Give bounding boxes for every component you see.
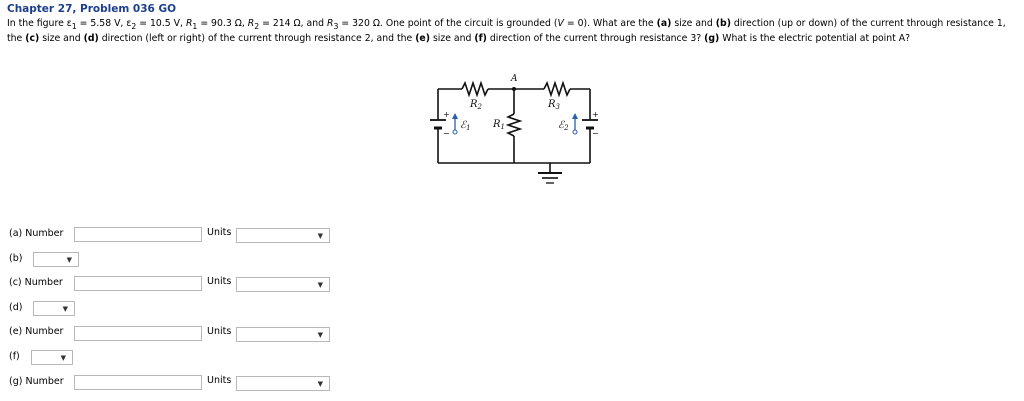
chevron-down-icon: ▼ [317, 331, 323, 339]
chevron-down-icon: ▼ [317, 380, 323, 388]
battery-e1 [430, 119, 446, 130]
label-b: (b) [9, 252, 23, 264]
direction-select-f[interactable]: ▼ [31, 350, 73, 365]
number-input-g[interactable] [74, 375, 202, 390]
resistor-r3 [543, 80, 571, 98]
label-a-number: (a) Number [9, 227, 64, 239]
number-input-a[interactable] [74, 227, 202, 242]
answer-row-f: (f) [9, 347, 20, 365]
label-g-units: Units [207, 375, 232, 386]
minus-sign-e2: − [592, 129, 599, 138]
label-d: (d) [9, 301, 23, 313]
label-f: (f) [9, 350, 20, 362]
emf1-arrow-icon [452, 113, 458, 135]
label-c-units: Units [207, 276, 232, 287]
label-r1: R1 [492, 119, 505, 131]
junction-a [512, 87, 516, 91]
resistor-r2 [461, 80, 489, 98]
answer-row-a: (a) Number [9, 224, 63, 242]
resistor-r1 [505, 113, 523, 137]
label-e1: ℰ1 [460, 120, 471, 132]
chevron-down-icon: ▼ [66, 256, 72, 264]
answer-row-g: (g) Number [9, 372, 64, 390]
direction-select-b[interactable]: ▼ [33, 252, 79, 267]
minus-sign-e1: − [443, 129, 450, 138]
units-select-a[interactable]: ▼ [236, 228, 330, 243]
chevron-down-icon: ▼ [317, 232, 323, 240]
problem-statement: In the figure ε1 = 5.58 V, ε2 = 10.5 V, … [7, 18, 1006, 45]
plus-sign-e1: + [443, 110, 450, 119]
label-c-number: (c) Number [9, 276, 63, 288]
chevron-down-icon: ▼ [62, 305, 68, 313]
label-r2: R2 [469, 99, 483, 111]
answer-row-b: (b) [9, 249, 22, 267]
label-r3: R3 [547, 99, 561, 111]
problem-title: Chapter 27, Problem 036 GO [7, 3, 177, 15]
chevron-down-icon: ▼ [317, 281, 323, 289]
answer-row-d: (d) [9, 298, 22, 316]
emf2-arrow-icon [572, 113, 578, 135]
label-e-number: (e) Number [9, 325, 64, 337]
circuit-diagram: A R2 R3 R1 ℰ1 ℰ2 + − + − [430, 74, 599, 184]
answer-row-e: (e) Number [9, 322, 63, 340]
answer-row-c: (c) Number [9, 273, 63, 291]
direction-select-d[interactable]: ▼ [33, 301, 75, 316]
chevron-down-icon: ▼ [60, 354, 66, 362]
ground-icon [538, 172, 562, 184]
label-g-number: (g) Number [9, 375, 64, 387]
number-input-e[interactable] [74, 326, 202, 341]
units-select-e[interactable]: ▼ [236, 327, 330, 342]
plus-sign-e2: + [592, 110, 599, 119]
label-a-units: Units [207, 227, 232, 238]
number-input-c[interactable] [74, 276, 202, 291]
units-select-g[interactable]: ▼ [236, 376, 330, 391]
label-e2: ℰ2 [558, 120, 569, 132]
label-e-units: Units [207, 326, 232, 337]
units-select-c[interactable]: ▼ [236, 277, 330, 292]
label-point-a: A [510, 74, 518, 84]
battery-e2 [582, 119, 598, 130]
